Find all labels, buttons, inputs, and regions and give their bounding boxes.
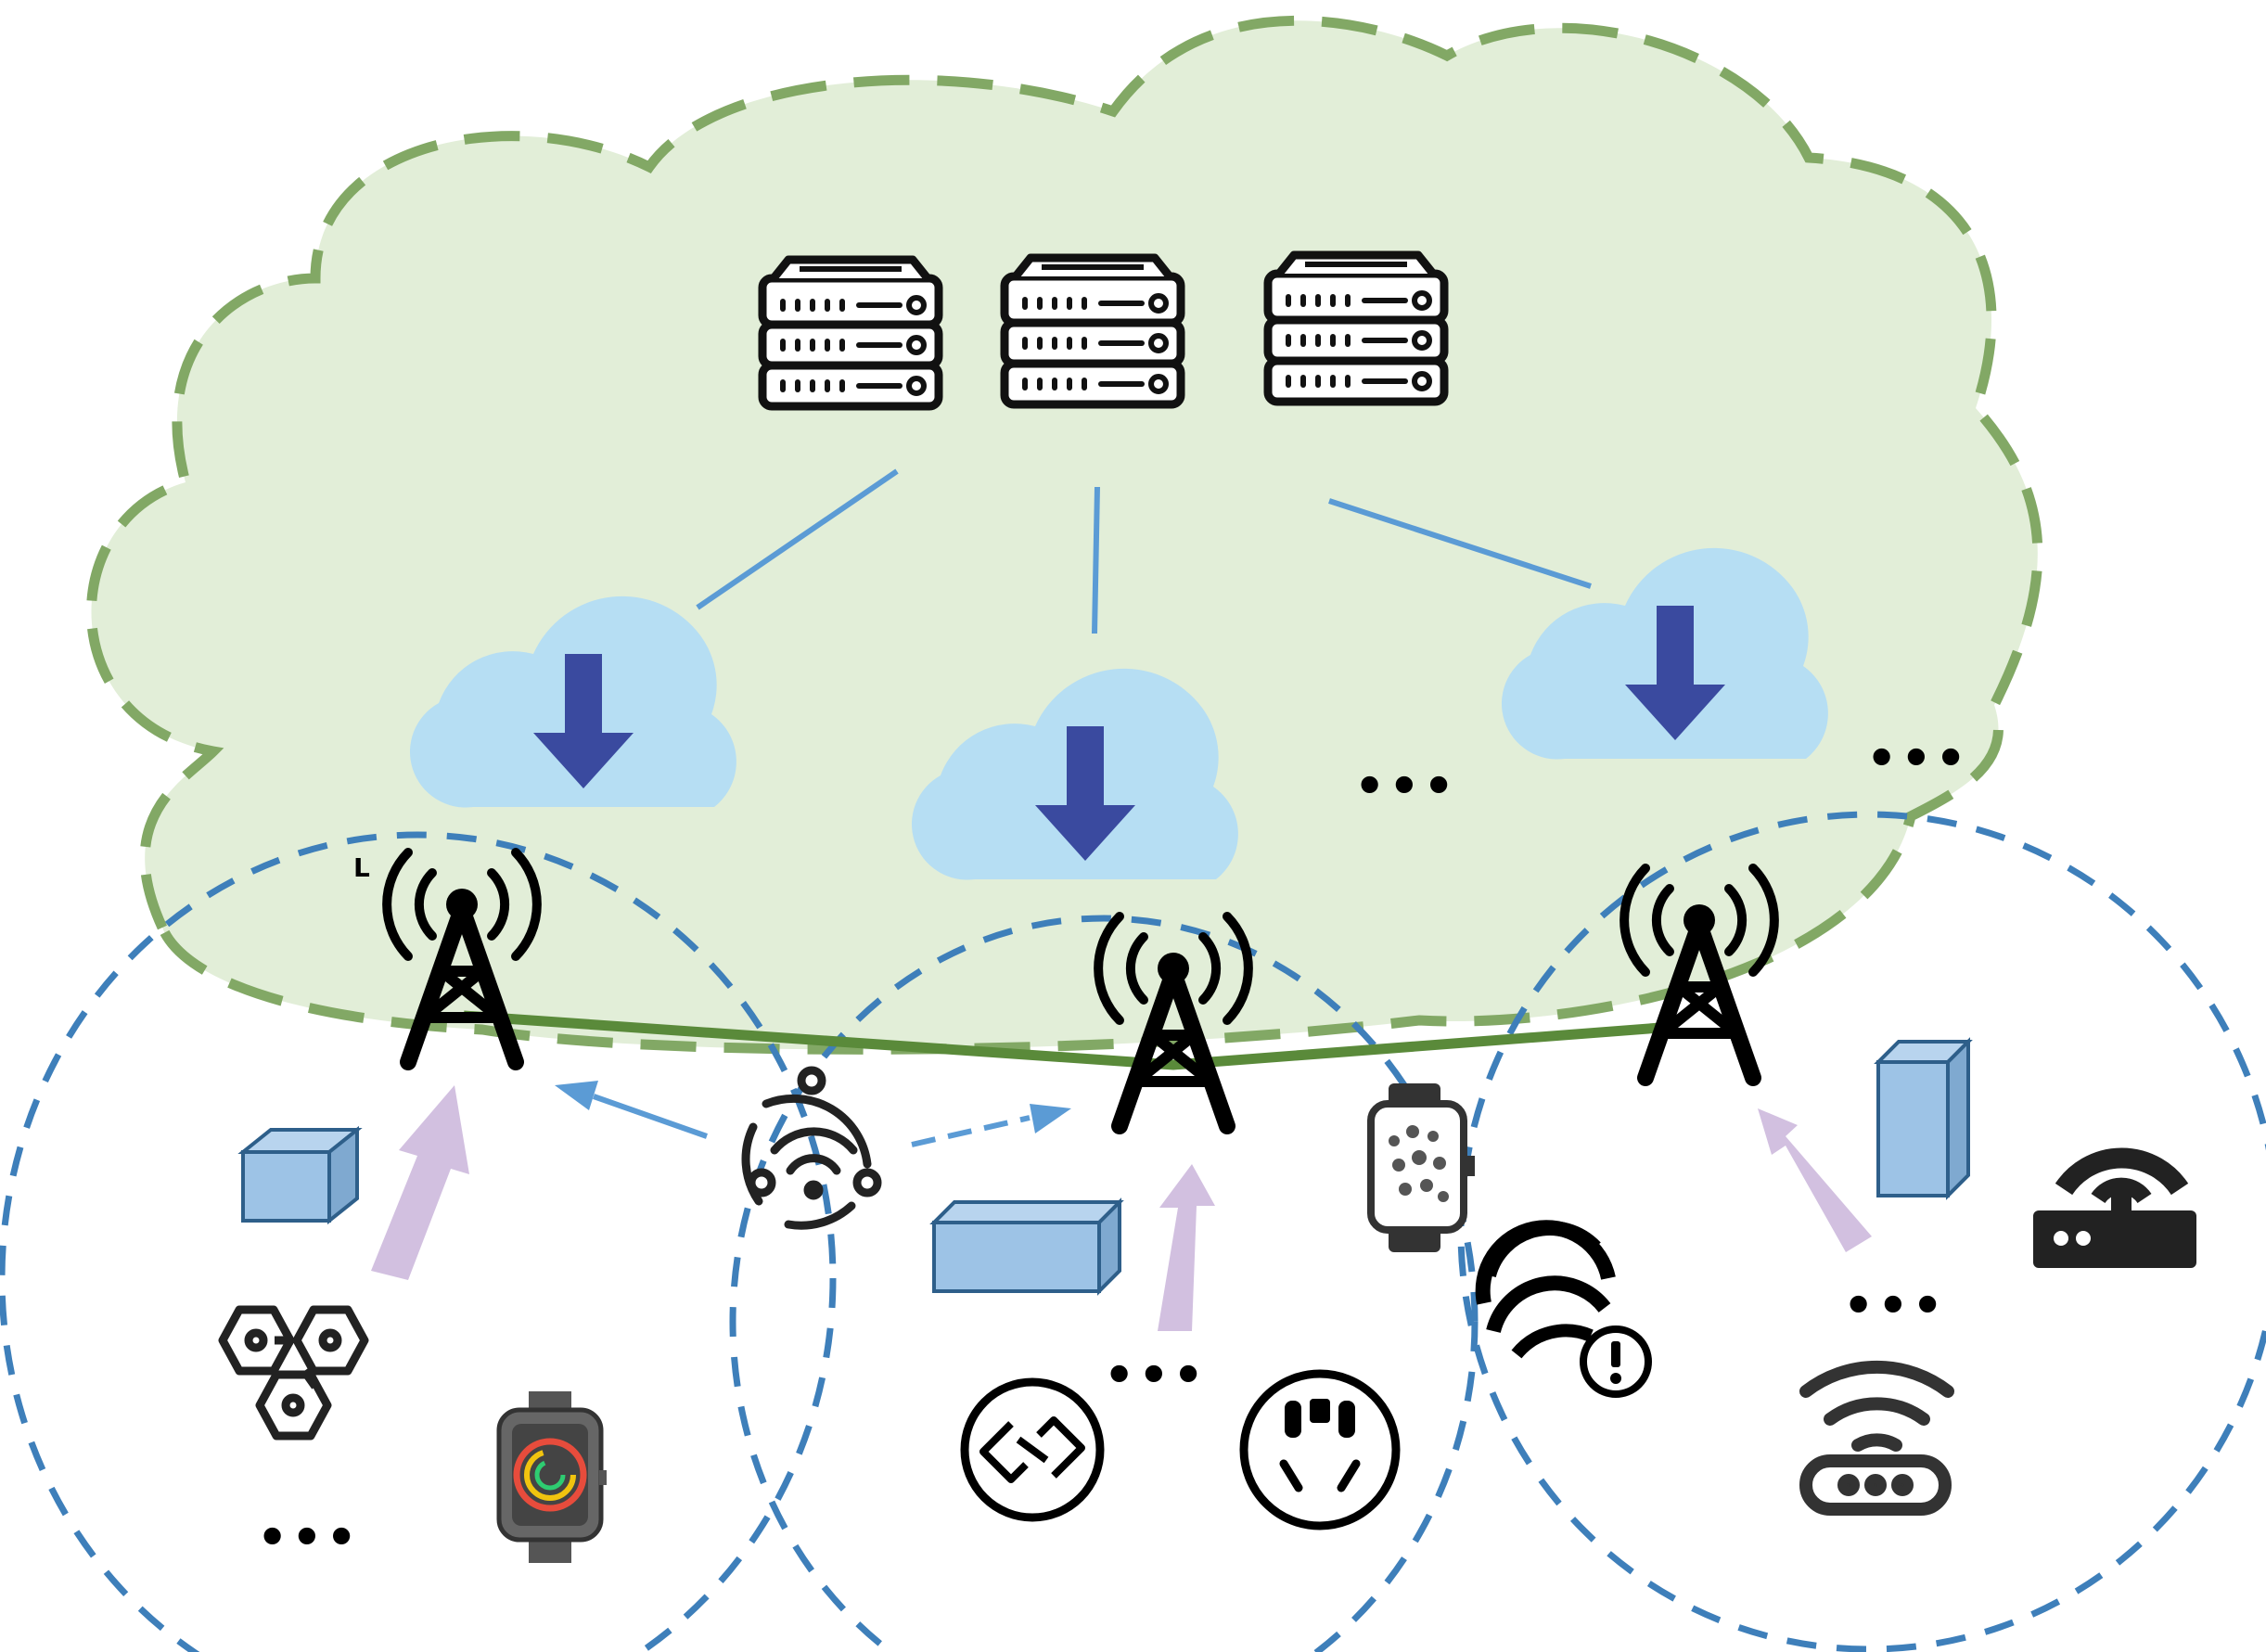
ellipsis-cell-1: •••	[257, 1510, 361, 1566]
link-chain-icon	[960, 1377, 1105, 1522]
edge-storage-box	[929, 1197, 1124, 1296]
backhaul-link	[463, 1010, 1661, 1070]
ellipsis-markers: ••• ••• ••• ••• •••	[257, 731, 1970, 1566]
offload-arrows	[555, 1081, 1071, 1147]
hexagon-sensor-icon	[218, 1305, 369, 1441]
ellipsis-edge-right: •••	[1866, 731, 1970, 787]
smartwatch-icon	[496, 1391, 607, 1563]
ellipsis-cell-3: •••	[1843, 1278, 1947, 1334]
ellipsis-edge: •••	[1354, 759, 1458, 814]
ellipsis-cell-2: •••	[1104, 1348, 1208, 1403]
uplink-arrows	[371, 1085, 1872, 1331]
router-icon	[2033, 1147, 2196, 1268]
tower-marker: L	[353, 852, 370, 883]
server-rack-icon	[762, 260, 939, 406]
edge-storage-box	[1874, 1037, 1973, 1200]
server-rack-icon	[1005, 258, 1181, 404]
smart-plug-icon	[1239, 1369, 1401, 1530]
cell-coverage-areas	[0, 811, 2266, 1652]
wifi-hub-icon	[741, 1066, 882, 1230]
server-links	[696, 468, 1592, 634]
edge-storage-box	[237, 1125, 363, 1225]
smartwatch-grid-icon	[1367, 1083, 1475, 1252]
server-rack-icon	[1268, 255, 1444, 402]
alert-sphere-icon	[1475, 1220, 1652, 1398]
modem-icon	[1799, 1360, 1954, 1516]
